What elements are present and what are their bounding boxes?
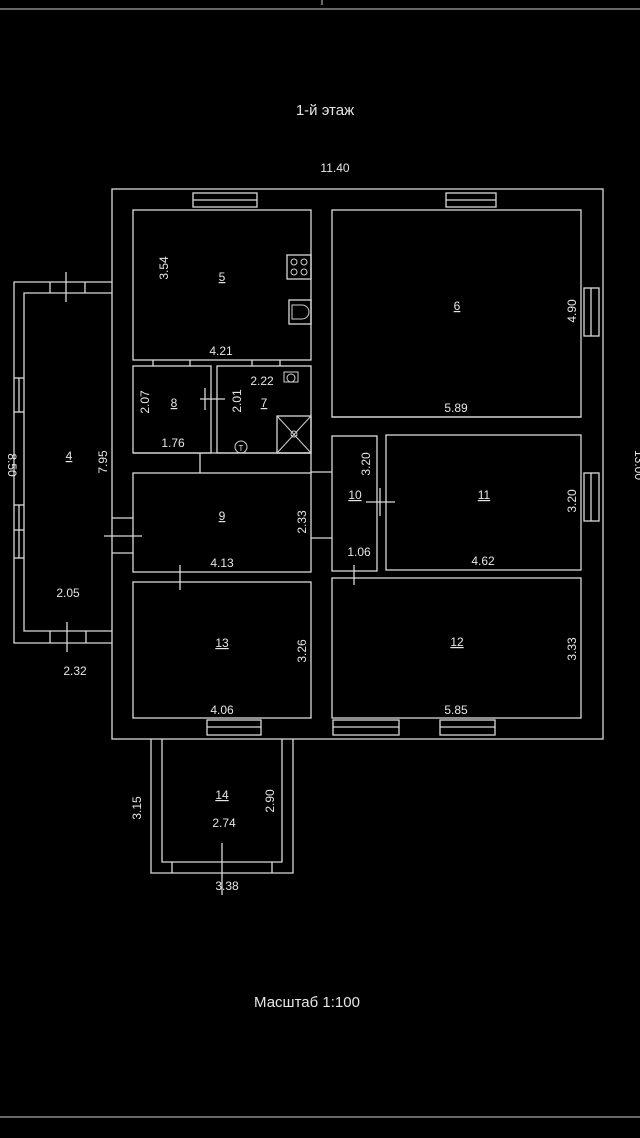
toilet-icon: Т — [234, 440, 248, 454]
dim-porch-inner-height: 2.90 — [263, 789, 277, 813]
room-9-height: 2.33 — [295, 510, 309, 534]
room-10-height: 3.20 — [359, 452, 373, 476]
porch-room-14 — [150, 739, 294, 895]
sink-bowl — [291, 304, 310, 320]
stove-body — [286, 254, 312, 280]
room-8-width: 1.76 — [161, 436, 185, 450]
dim-terrace-outer-width: 2.32 — [63, 664, 87, 678]
room-10-number: 10 — [348, 488, 362, 502]
room-12-width: 5.85 — [444, 703, 468, 717]
terrace-outer-wall — [13, 281, 112, 644]
burner — [300, 258, 308, 266]
shower-icon — [276, 415, 312, 454]
room-10-width: 1.06 — [347, 545, 371, 559]
room-11-outline — [385, 434, 582, 571]
kitchen-sink-icon — [288, 299, 312, 325]
toilet-letter: Т — [239, 444, 244, 453]
outer-wall — [111, 188, 604, 740]
kitchen-stove-icon — [286, 254, 312, 280]
dim-overall-width: 11.40 — [320, 161, 349, 175]
burner — [300, 268, 308, 276]
room-8-height: 2.07 — [138, 390, 152, 414]
dim-terrace-height: 8.50 — [5, 453, 19, 477]
room-13-number: 13 — [215, 636, 229, 650]
terrace-inner-wall — [23, 292, 112, 632]
room-14-number: 14 — [215, 788, 229, 802]
burner — [290, 258, 298, 266]
room-7-width: 2.22 — [250, 374, 274, 388]
toilet-bowl — [234, 440, 248, 454]
room-5-height: 3.54 — [157, 256, 171, 280]
dim-porch-outer-width: 3.38 — [215, 879, 239, 893]
room-7-height: 2.01 — [230, 389, 244, 413]
room-13-width: 4.06 — [210, 703, 234, 717]
room-9-number: 9 — [219, 509, 226, 523]
shower-tray — [276, 415, 312, 454]
room-6-number: 6 — [454, 299, 461, 313]
room-11-number: 11 — [478, 488, 491, 502]
shower-diag — [276, 415, 312, 454]
room-12-outline — [331, 577, 582, 719]
dim-porch-outer-height: 3.15 — [130, 796, 144, 820]
terrace-room-4 — [13, 272, 112, 652]
room-12-number: 12 — [450, 635, 464, 649]
room-4-number: 4 — [66, 449, 73, 463]
room-8-number: 8 — [171, 396, 178, 410]
dim-terrace-width: 2.05 — [56, 586, 80, 600]
room-13-height: 3.26 — [295, 639, 309, 663]
windows — [104, 192, 600, 736]
floor-title: 1-й этаж — [296, 102, 354, 119]
room-7-number: 7 — [261, 396, 268, 410]
room-9-outline — [132, 472, 312, 573]
room-6-height: 4.90 — [565, 299, 579, 323]
dim-overall-height: 13.00 — [632, 450, 640, 480]
scale-label: Масштаб 1:100 — [254, 994, 360, 1011]
washbasin-bowl — [286, 373, 296, 383]
main-building — [111, 188, 604, 740]
room-5-number: 5 — [219, 270, 226, 284]
dim-porch-inner-width: 2.74 — [212, 816, 236, 830]
sink-body — [288, 299, 312, 325]
room-9-width: 4.13 — [210, 556, 234, 570]
room-11-width: 4.62 — [471, 554, 495, 568]
room-6-width: 5.89 — [444, 401, 468, 415]
washbasin-body — [283, 371, 299, 383]
burner — [290, 268, 298, 276]
room-11-height: 3.20 — [565, 489, 579, 513]
room-5-outline — [132, 209, 312, 361]
washbasin-icon — [283, 371, 299, 383]
room-5-width: 4.21 — [209, 344, 233, 358]
room-13-outline — [132, 581, 312, 719]
room-6-outline — [331, 209, 582, 418]
dim-terrace-inner-height: 7.95 — [96, 450, 110, 474]
room-12-height: 3.33 — [565, 637, 579, 661]
shower-drain — [290, 430, 298, 438]
